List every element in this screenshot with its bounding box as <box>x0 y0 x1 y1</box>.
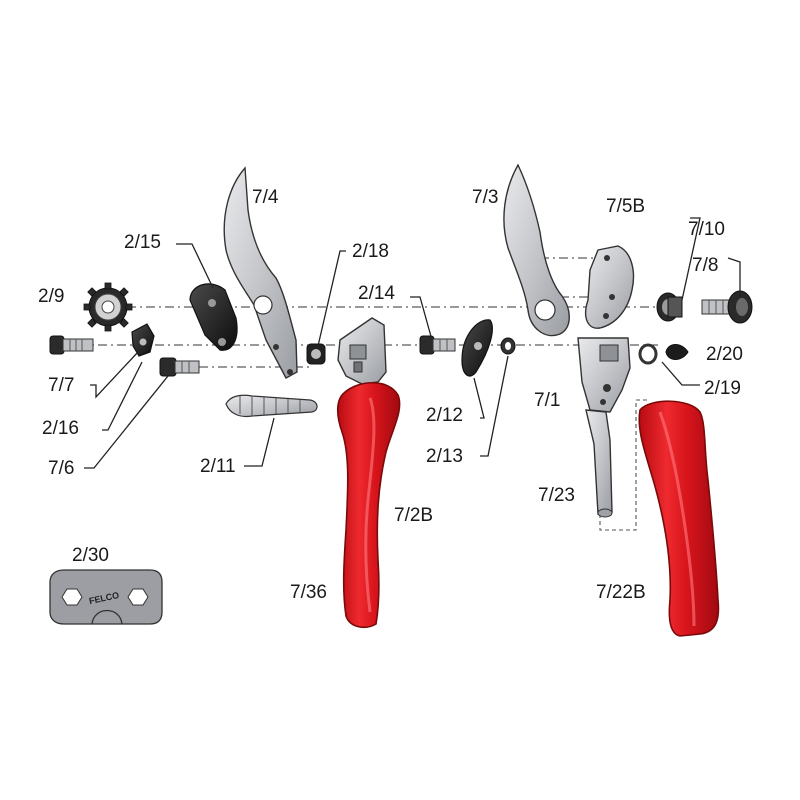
label-2-20: 2/20 <box>706 344 743 365</box>
label-2-9: 2/9 <box>38 286 64 307</box>
part-7-22b-red-handle <box>638 400 720 637</box>
part-2-19-ring <box>638 343 658 365</box>
part-2-15-plate <box>189 283 238 351</box>
part-7-4-cutting-blade <box>223 166 298 379</box>
label-7-6: 7/6 <box>48 458 74 479</box>
part-7-2b-handle-frame <box>337 317 387 385</box>
label-2-13: 2/13 <box>426 446 463 467</box>
label-2-12: 2/12 <box>426 405 463 426</box>
label-2-19: 2/19 <box>704 378 741 399</box>
part-2-30-wrench: FELCO <box>49 569 163 625</box>
label-2-30: 2/30 <box>72 545 109 566</box>
label-7-4: 7/4 <box>252 187 279 208</box>
part-7-6-screw <box>159 357 200 377</box>
part-7-5b-plate <box>584 245 635 329</box>
part-2-16-spring-lock <box>131 323 155 357</box>
part-labels: 7/4 2/15 2/18 2/9 2/14 7/7 2/16 7/6 2/11… <box>38 187 743 603</box>
part-7-23-rod <box>585 409 613 518</box>
label-7-5b: 7/5B <box>606 196 645 217</box>
part-7-36-red-handle <box>336 382 401 629</box>
label-7-7: 7/7 <box>48 375 74 396</box>
label-2-18: 2/18 <box>352 241 389 262</box>
part-7-1-handle-head <box>577 337 631 413</box>
part-2-20-stop <box>665 344 689 360</box>
label-7-10: 7/10 <box>688 219 725 240</box>
label-7-2b: 7/2B <box>394 505 433 526</box>
part-7-3-anvil-blade <box>503 163 570 337</box>
part-2-11-spring <box>225 394 318 418</box>
label-2-16: 2/16 <box>42 418 79 439</box>
label-7-22b: 7/22B <box>596 582 646 603</box>
label-2-15: 2/15 <box>124 232 161 253</box>
label-7-23: 7/23 <box>538 485 575 506</box>
label-2-11: 2/11 <box>200 456 236 477</box>
part-2-12-cam <box>461 319 493 377</box>
label-7-8: 7/8 <box>692 255 718 276</box>
label-7-3: 7/3 <box>472 187 498 208</box>
part-7-10-bushing <box>656 292 683 322</box>
part-2-14-screw <box>419 335 456 355</box>
part-2-13-washer <box>500 337 516 355</box>
label-7-36: 7/36 <box>290 582 327 603</box>
part-2-18-nut <box>306 343 326 365</box>
leader-lines <box>84 217 741 469</box>
label-2-14: 2/14 <box>358 283 395 304</box>
part-2-9-adjusting-nut <box>83 282 133 332</box>
part-7-8-bolt <box>701 290 753 324</box>
part-7-7-bolt <box>49 335 94 355</box>
label-7-1: 7/1 <box>534 390 560 411</box>
